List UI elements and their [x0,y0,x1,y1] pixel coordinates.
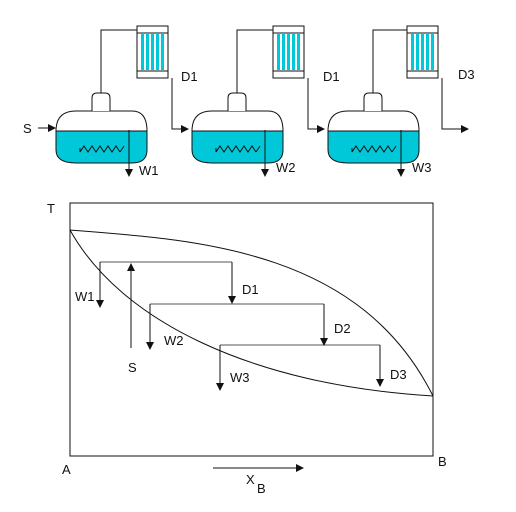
still-1-liquid [56,131,147,163]
still-2-distillate-label: D1 [323,69,340,84]
still-2-liquid [192,131,283,163]
still-2-distillate-line [307,78,325,133]
still-3-liquid [328,131,419,163]
still-3-vessel [327,110,420,164]
bubble-point-curve [69,229,434,397]
still-2: D1 W2 [191,25,340,177]
phase-diagram: S W1 W2 W3 D1 D2 D3 T A B X B [47,201,447,496]
d2-diagram-label: D2 [334,321,351,336]
still-1-heater-coil [79,145,121,153]
d3-diagram-label: D3 [390,367,407,382]
still-1-condenser [136,25,169,79]
diagram-frame [69,202,434,457]
feed-label: S [23,121,32,136]
still-3: D3 W3 [327,25,475,177]
still-2-vessel [191,110,284,164]
still-2-vapor-line [236,29,276,93]
d1-diagram-label: D1 [242,282,259,297]
still-3-distillate-line [441,78,469,133]
still-2-residue-label: W2 [276,160,296,175]
w3-label: W3 [230,370,250,385]
x-axis-label: X [246,472,255,487]
still-1: D1 W1 S [23,25,198,178]
still-1-distillate-label: D1 [181,69,198,84]
still-1-residue-label: W1 [139,163,159,178]
still-1-vapor-line [100,29,140,93]
still-1-vessel [55,110,148,164]
still-1-neck [91,92,111,111]
x-axis-subscript: B [257,481,266,496]
component-b-label: B [438,454,447,469]
still-3-heater-coil [351,145,393,153]
component-a-label: A [62,462,71,477]
w1-label: W1 [75,289,95,304]
diagram-feed-label: S [128,360,137,375]
still-3-residue-label: W3 [412,160,432,175]
still-1-distillate-line [171,78,189,133]
w2-label: W2 [164,333,184,348]
still-3-neck [363,92,383,111]
still-2-condenser [272,25,305,79]
still-2-heater-coil [215,145,257,153]
still-3-distillate-label: D3 [458,67,475,82]
t-axis-label: T [47,201,55,216]
dew-point-curve [69,229,434,397]
still-3-condenser [406,25,439,79]
still-2-neck [227,92,247,111]
still-3-vapor-line [372,29,410,93]
